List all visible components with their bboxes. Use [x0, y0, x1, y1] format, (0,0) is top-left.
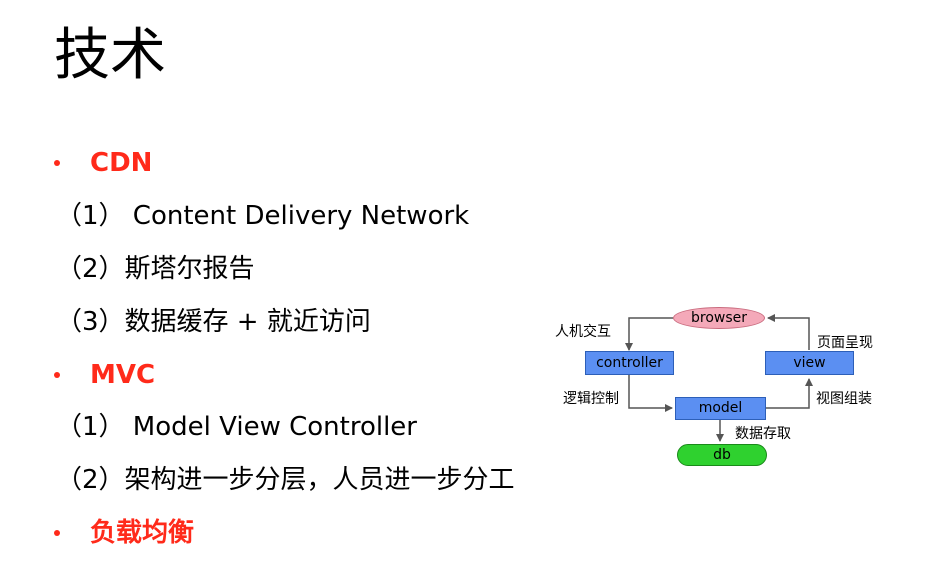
db-node: db — [677, 444, 767, 466]
list-item: （2）架构进一步分层，人员进一步分工 — [56, 465, 515, 495]
bullet-label: 负载均衡 — [90, 518, 195, 548]
list-item: （2）斯塔尔报告 — [56, 254, 255, 284]
label-logic-control: 逻辑控制 — [563, 391, 619, 407]
label-page-render: 页面呈现 — [817, 335, 873, 351]
arrow-browser-to-controller — [625, 317, 673, 351]
list-item: （1） Model View Controller — [56, 412, 417, 442]
view-node: view — [765, 351, 854, 375]
label-data-access: 数据存取 — [735, 426, 791, 442]
arrow-model-to-view — [766, 378, 813, 409]
bullet-dot — [54, 160, 60, 166]
label-view-assembly: 视图组装 — [816, 391, 872, 407]
bullet-dot — [54, 372, 60, 378]
label-human-interaction: 人机交互 — [555, 324, 611, 340]
browser-node: browser — [673, 307, 765, 329]
arrow-controller-to-model — [628, 375, 673, 412]
list-item: （3）数据缓存 + 就近访问 — [56, 307, 371, 337]
model-node: model — [675, 397, 766, 420]
bullet-dot — [54, 530, 60, 536]
controller-node: controller — [585, 351, 674, 375]
slide-title: 技术 — [54, 23, 166, 88]
bullet-label: MVC — [90, 360, 156, 390]
list-item: （1） Content Delivery Network — [56, 201, 470, 231]
arrow-view-to-browser — [767, 314, 810, 350]
bullet-label: CDN — [90, 148, 153, 178]
